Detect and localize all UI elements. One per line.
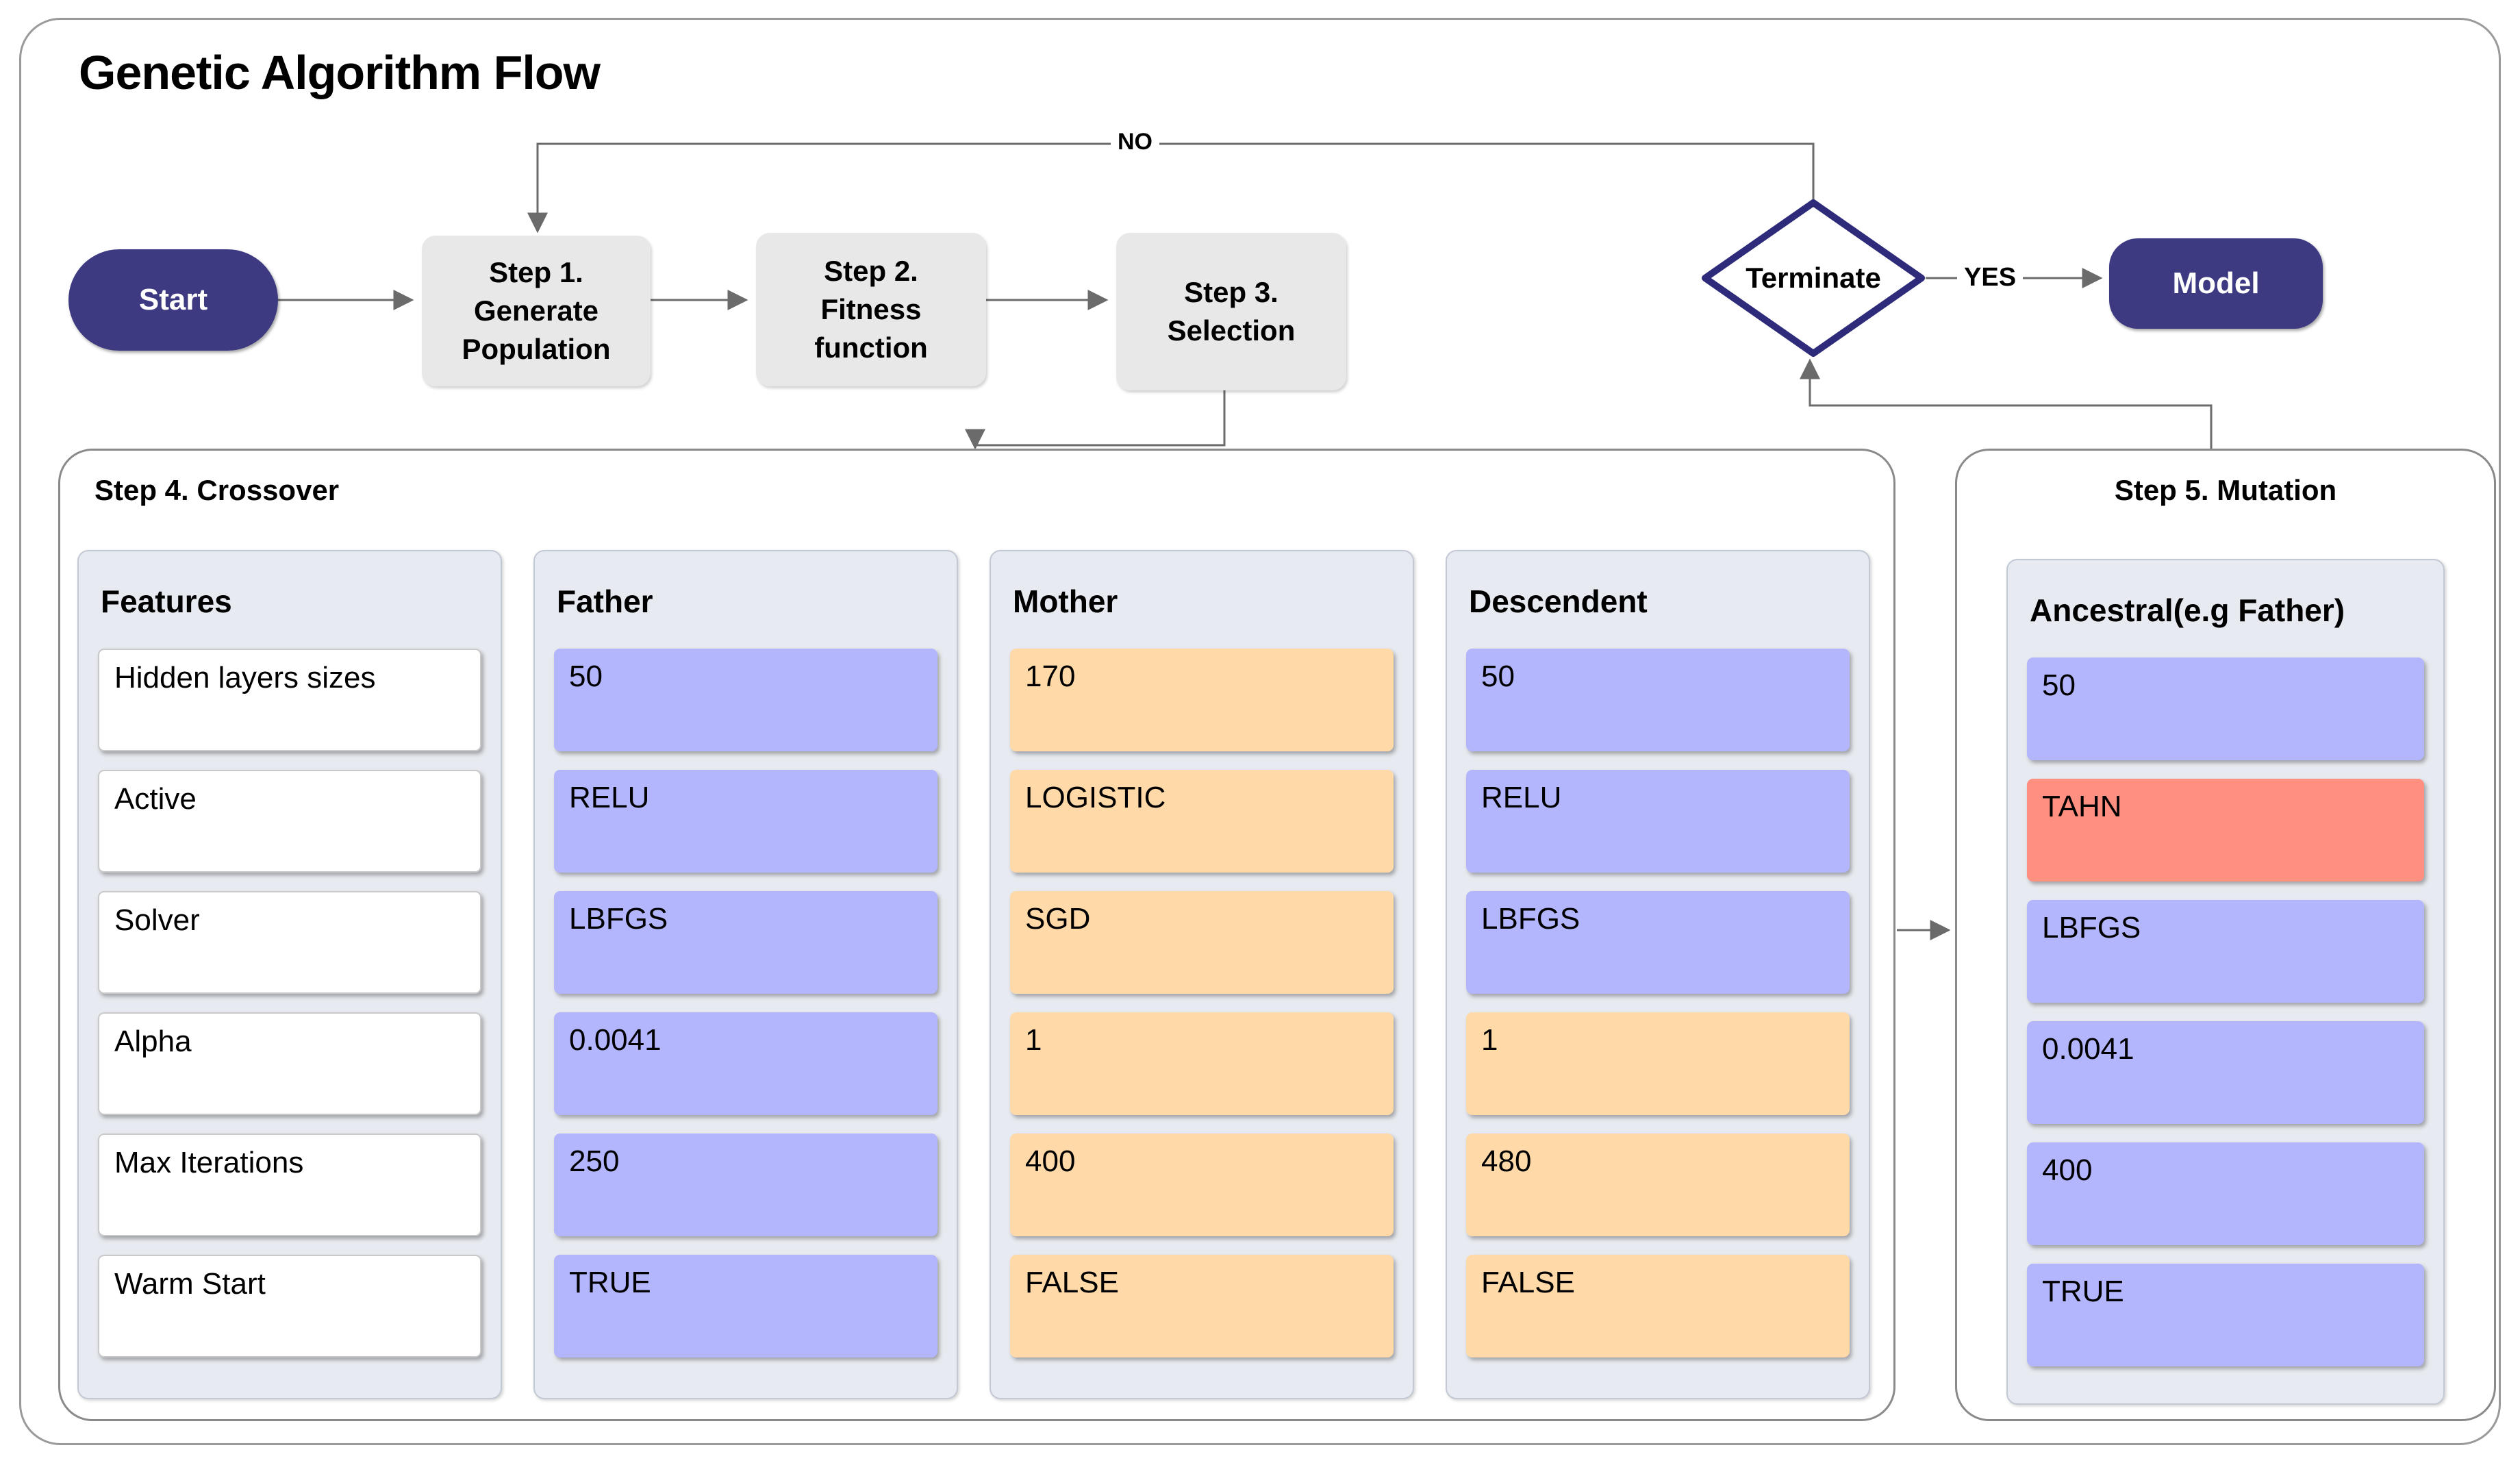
terminate-label: Terminate [1746,262,1881,294]
mutation-title: Step 5. Mutation [2114,474,2337,506]
cell-mother-400: 400 [1010,1134,1394,1236]
cell-features-solver: Solver [98,891,481,994]
step1-line2: Generate [473,295,599,327]
cell-ancestral-e-g-father-tahn: TAHN [2027,779,2424,881]
step2-node: Step 2. Fitness function [756,233,986,386]
cell-mother-logistic: LOGISTIC [1010,770,1394,873]
cell-descendent-1: 1 [1466,1012,1850,1115]
page-title: Genetic Algorithm Flow [79,46,601,99]
cell-descendent-false: FALSE [1466,1255,1850,1357]
cell-features-active: Active [98,770,481,873]
column-header-features: Features [101,584,232,619]
cell-mother-1: 1 [1010,1012,1394,1115]
cell-father-50: 50 [554,649,937,751]
cell-descendent-lbfgs: LBFGS [1466,891,1850,994]
cell-father-250: 250 [554,1134,937,1236]
start-label: Start [138,283,208,316]
cell-features-alpha: Alpha [98,1012,481,1115]
step3-line1: Step 3. [1184,276,1278,308]
no-branch-label: NO [1111,129,1159,155]
cell-ancestral-e-g-father-lbfgs: LBFGS [2027,900,2424,1003]
model-label: Model [2172,266,2260,300]
start-node: Start [68,249,278,351]
terminate-diamond [1702,199,1925,357]
cell-ancestral-e-g-father-50: 50 [2027,658,2424,760]
step1-line3: Population [462,333,611,365]
step2-line3: function [814,331,928,364]
cell-features-hidden-layers-sizes: Hidden layers sizes [98,649,481,751]
step3-line2: Selection [1167,314,1296,347]
column-header-father: Father [557,584,653,619]
step2-line1: Step 2. [824,255,918,287]
cell-descendent-50: 50 [1466,649,1850,751]
step1-line1: Step 1. [489,256,583,288]
column-header-mother: Mother [1013,584,1118,619]
cell-father-relu: RELU [554,770,937,873]
mutation-section: Step 5. Mutation Ancestral(e.g Father) 50… [1955,449,2496,1421]
cell-father-true: TRUE [554,1255,937,1357]
yes-branch-label: YES [1957,263,2024,292]
cell-father-lbfgs: LBFGS [554,891,937,994]
cell-ancestral-e-g-father-true: TRUE [2027,1264,2424,1366]
column-header-descendent: Descendent [1469,584,1648,619]
cell-ancestral-e-g-father-400: 400 [2027,1142,2424,1245]
cell-mother-false: FALSE [1010,1255,1394,1357]
cell-mother-170: 170 [1010,649,1394,751]
column-header-ancestral-e-g-father: Ancestral(e.g Father) [2030,592,2345,628]
arrow-mutation-to-terminate [1800,358,2213,449]
arrow-step3-to-crossover [965,390,1226,450]
step1-node: Step 1. Generate Population [422,236,651,386]
model-node: Model [2109,238,2323,329]
cell-mother-sgd: SGD [1010,891,1394,994]
step2-line2: Fitness [820,293,922,325]
no-loop-line [527,142,1815,234]
cell-descendent-480: 480 [1466,1134,1850,1236]
step3-node: Step 3. Selection [1116,233,1346,390]
cell-features-warm-start: Warm Start [98,1255,481,1357]
cell-features-max-iterations: Max Iterations [98,1134,481,1236]
cell-father-0-0041: 0.0041 [554,1012,937,1115]
crossover-title: Step 4. Crossover [94,474,340,506]
cell-descendent-relu: RELU [1466,770,1850,873]
cell-ancestral-e-g-father-0-0041: 0.0041 [2027,1021,2424,1124]
